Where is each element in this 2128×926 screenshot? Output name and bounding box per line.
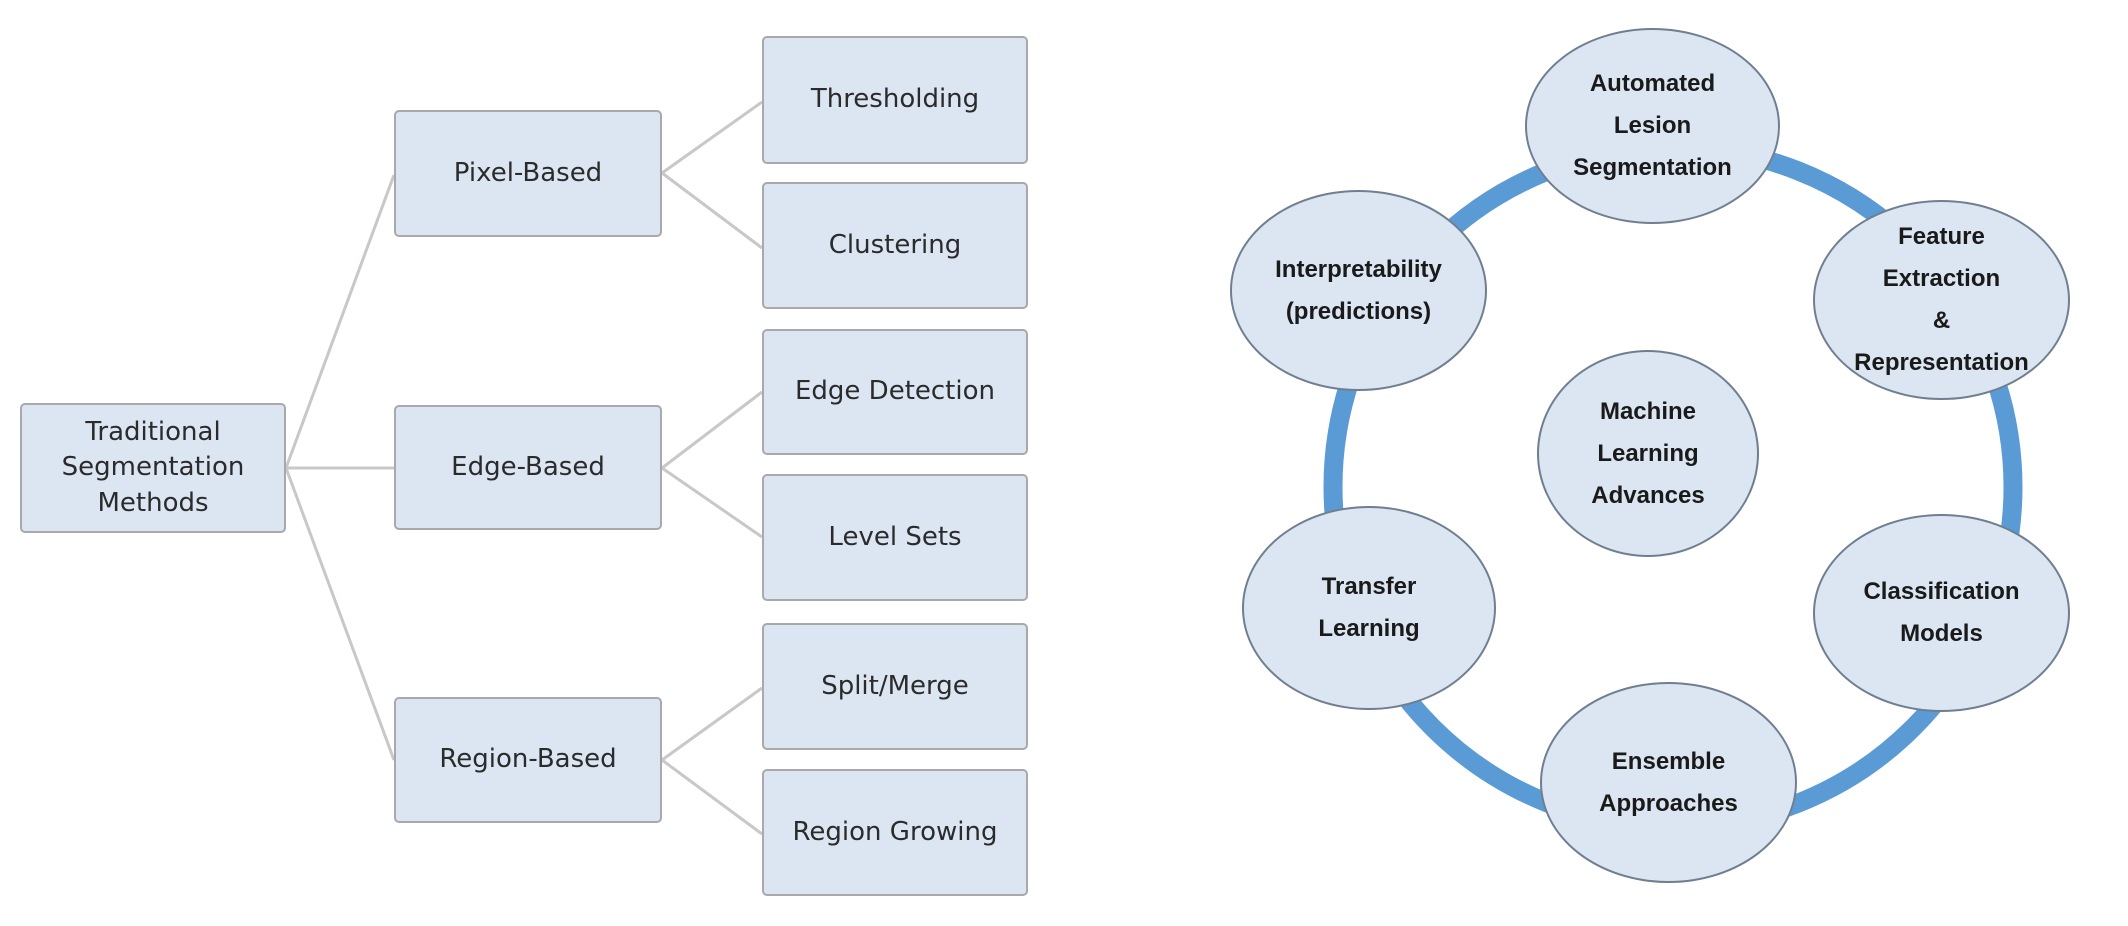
connector-pixel-thresholding (661, 100, 763, 175)
connector-root-region (284, 467, 396, 761)
cycle-node-ensemble-approaches: Ensemble Approaches (1540, 682, 1797, 883)
tree-branch-region-based: Region-Based (394, 697, 662, 823)
cycle-node-interpretability-predictions: Interpretability (predictions) (1230, 190, 1487, 391)
cycle-center-machine-learning-advances: Machine Learning Advances (1537, 350, 1759, 557)
tree-leaf-clustering: Clustering (762, 182, 1028, 309)
tree-leaf-split-merge: Split/Merge (762, 623, 1028, 750)
tree-leaf-region-growing: Region Growing (762, 769, 1028, 896)
connector-root-pixel (284, 174, 396, 469)
cycle-node-classification-models: Classification Models (1813, 514, 2070, 712)
tree-branch-pixel-based: Pixel-Based (394, 110, 662, 237)
cycle-node-transfer-learning: Transfer Learning (1242, 506, 1496, 710)
connector-region-splitmerge (661, 686, 763, 762)
connector-pixel-clustering (661, 171, 763, 250)
cycle-node-automated-lesion-segmentation: Automated Lesion Segmentation (1525, 28, 1780, 224)
tree-branch-edge-based: Edge-Based (394, 405, 662, 530)
tree-leaf-edge-detection: Edge Detection (762, 329, 1028, 455)
cycle-node-feature-extraction-representation: Feature Extraction & Representation (1813, 200, 2070, 400)
tree-leaf-level-sets: Level Sets (762, 474, 1028, 601)
tree-root-node: Traditional Segmentation Methods (20, 403, 286, 533)
connector-edge-edgedetection (661, 390, 763, 470)
connector-edge-levelsets (661, 466, 763, 539)
connector-region-regiongrowing (661, 758, 763, 836)
tree-leaf-thresholding: Thresholding (762, 36, 1028, 164)
